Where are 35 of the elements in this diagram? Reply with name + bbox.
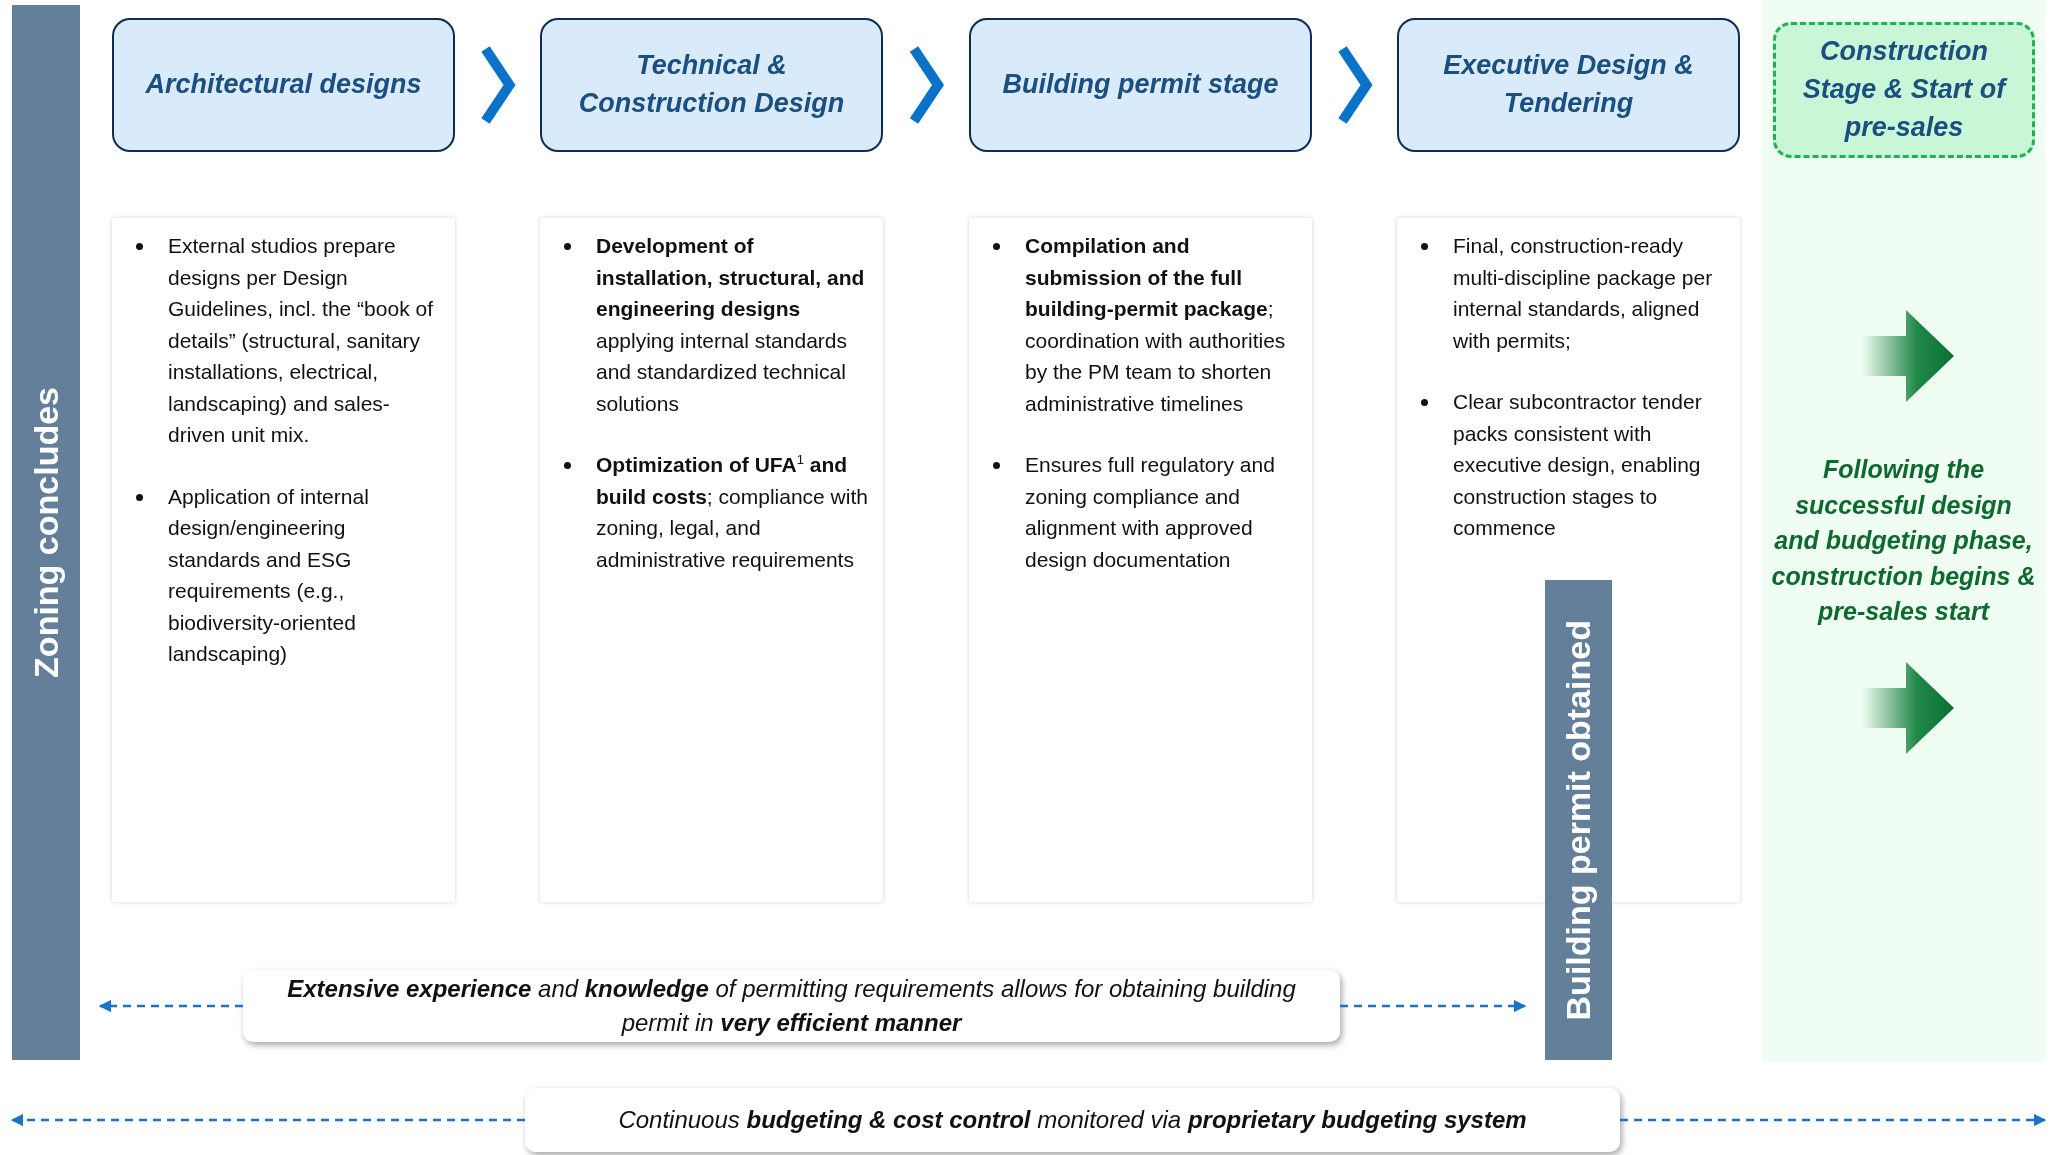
note-box [243, 970, 1340, 1042]
stage-title: Construction Stage & Start of pre-sales [1801, 35, 2009, 144]
final-stage-box [1773, 22, 2035, 158]
stage-title: Executive Design & Tendering [1442, 49, 1695, 120]
stage-title: Building permit stage [1002, 68, 1279, 102]
description-card [540, 218, 883, 902]
outcome-text: Following the successful design and budgeting phase, construction begins & pre-sales start [1770, 454, 2037, 627]
dashed-arrow [98, 999, 243, 1013]
stage-box [969, 18, 1312, 152]
bullet-text: Application of internal design/engineering standards and ESG requirements (e.g., biodiversity-oriented landscaping) [168, 484, 369, 665]
bullet-text: Development of installation, structural, and engineering designs applying internal standards and standardized technical solutions [596, 234, 865, 415]
dashed-arrow [1620, 1113, 2047, 1127]
description-card [112, 218, 455, 902]
milestone-label: Zoning concludes [26, 387, 66, 678]
bullet-text: Ensures full regulatory and zoning compliance and alignment with approved design documentation [1025, 453, 1275, 571]
stage-box [1397, 18, 1740, 152]
milestone-label: Building permit obtained [1559, 619, 1598, 1021]
dashed-arrow [1340, 999, 1527, 1013]
dashed-arrow [10, 1113, 525, 1127]
milestone-bar [1545, 580, 1612, 1060]
note-text: Continuous budgeting & cost control monitored via proprietary budgeting system [618, 1104, 1527, 1135]
note-text: Extensive experience and knowledge of permitting requirements allows for obtaining building permit in very efficient manner [286, 973, 1297, 1038]
stage-title: Technical & Construction Design [577, 49, 846, 120]
description-card [969, 218, 1312, 902]
bullet-text: Optimization of UFA$^{1}$ and build costs; compliance with zoning, legal, and administrative requirements [596, 453, 868, 571]
final-stage-panel [1762, 0, 2045, 1062]
bullet-text: External studios prepare designs per Design Guidelines, incl. the “book of details” (structural, sanitary installations, electrical, landscaping) and sales-driven unit mix. [168, 234, 433, 446]
stage-box [112, 18, 455, 152]
stage-title: Architectural designs [145, 68, 422, 102]
note-box [525, 1088, 1620, 1152]
stage-box [540, 18, 883, 152]
milestone-bar [12, 5, 80, 1060]
bullet-text: Compilation and submission of the full building-permit package; coordination with authorities by the PM team to shorten administrative timelines [1025, 234, 1286, 415]
bullet-text: Clear subcontractor tender packs consistent with executive design, enabling construction stages to commence [1453, 390, 1702, 539]
bullet-text: Final, construction-ready multi-discipline package per internal standards, aligned with permits; [1453, 234, 1713, 352]
